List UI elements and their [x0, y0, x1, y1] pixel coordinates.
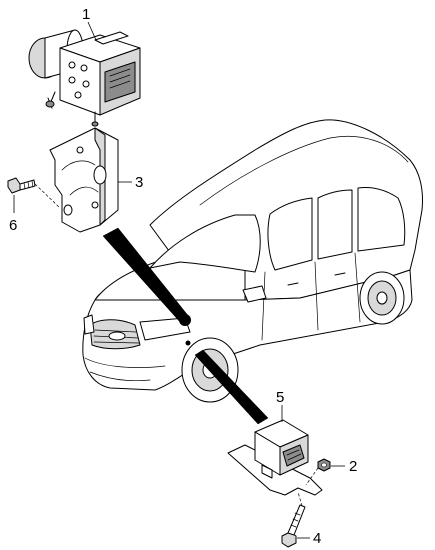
abs-pointer-band	[102, 227, 191, 323]
nut-2	[317, 458, 331, 472]
sensor-unit	[227, 419, 323, 496]
sensor-location-marker	[185, 340, 191, 346]
callout-5: 5	[276, 389, 284, 406]
sensor-pointer-band	[194, 349, 269, 425]
callout-2: 2	[349, 458, 357, 475]
callout-6: 6	[9, 217, 17, 234]
leader-line-1	[87, 21, 97, 41]
bolt-6-guide	[34, 183, 61, 209]
nut-2-guide	[305, 467, 319, 486]
vehicle-minivan	[82, 119, 423, 403]
bolt-6	[7, 177, 36, 194]
callout-4: 4	[313, 530, 321, 547]
bolt-4	[281, 504, 306, 548]
bolt-4-guide	[297, 491, 303, 507]
callout-3: 3	[135, 174, 143, 191]
mounting-bracket	[49, 127, 119, 233]
callout-1: 1	[82, 6, 90, 23]
abs-hydraulic-unit	[28, 29, 141, 127]
